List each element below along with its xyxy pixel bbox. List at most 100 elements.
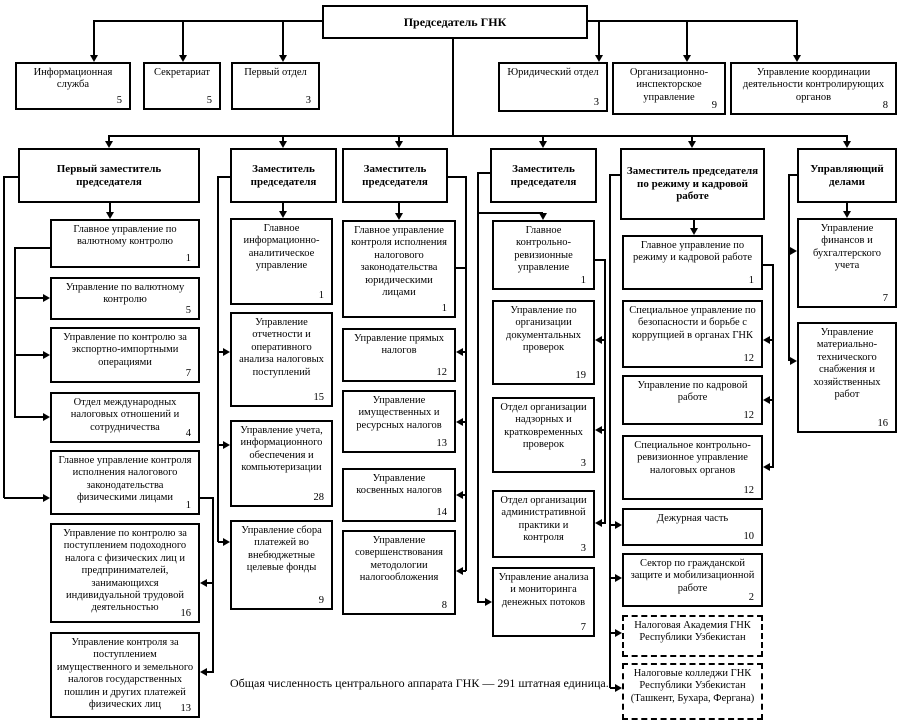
connector-line bbox=[846, 203, 848, 211]
col2-box-1: Главное информационно-аналитическое упра… bbox=[230, 218, 333, 305]
connector-arrow bbox=[763, 463, 770, 471]
connector-arrow bbox=[90, 55, 98, 62]
connector-line bbox=[398, 203, 400, 213]
staff-count: 16 bbox=[180, 607, 192, 619]
footnote: Общая численность центрального аппарата … bbox=[230, 676, 609, 690]
connector-line bbox=[398, 135, 400, 141]
connector-arrow bbox=[595, 336, 602, 344]
staff-count: 9 bbox=[711, 99, 717, 111]
col6-box-1: Управление финансов и бухгалтерского уче… bbox=[797, 218, 897, 308]
col3-box-3: Управление имущественных и ресурсных нал… bbox=[342, 390, 456, 453]
connector-arrow bbox=[279, 55, 287, 62]
box-label: Управление контроля за поступлением имущ… bbox=[56, 637, 194, 710]
connector-line bbox=[207, 671, 213, 673]
col1-box-6: Управление по контролю за поступлением п… bbox=[50, 523, 200, 623]
connector-line bbox=[604, 259, 606, 524]
connector-arrow bbox=[763, 336, 770, 344]
coordination-box: Управление координации деятельности конт… bbox=[730, 62, 897, 115]
connector-line bbox=[796, 20, 798, 55]
connector-line bbox=[610, 687, 615, 689]
connector-line bbox=[217, 176, 219, 542]
box-label: Специальное управление по безопасности и… bbox=[629, 305, 756, 341]
connector-line bbox=[15, 297, 43, 299]
col3-box-2: Управление прямых налогов 12 bbox=[342, 328, 456, 382]
staff-count: 28 bbox=[313, 491, 325, 503]
connector-line bbox=[772, 264, 774, 468]
connector-line bbox=[770, 399, 773, 401]
col4-box-1: Главное контрольно-ревизионные управлени… bbox=[492, 220, 595, 290]
connector-arrow bbox=[223, 348, 230, 356]
connector-line bbox=[788, 174, 790, 361]
box-label: Управление прямых налогов bbox=[354, 333, 444, 357]
box-label: Первый отдел bbox=[244, 67, 307, 78]
box-label: Управление сбора платежей во внебюджетны… bbox=[241, 525, 322, 574]
col1-box-5: Главное управление контроля исполнения н… bbox=[50, 450, 200, 515]
deputy-2-box: Заместитель председателя bbox=[230, 148, 337, 203]
staff-count: 1 bbox=[185, 499, 191, 511]
connector-arrow bbox=[279, 211, 287, 218]
box-label: Управление имущественных и ресурсных нал… bbox=[356, 395, 442, 431]
staff-count: 1 bbox=[580, 274, 586, 286]
col3-box-5: Управление совершенствования методологии… bbox=[342, 530, 456, 615]
connector-arrow bbox=[683, 55, 691, 62]
box-label: Специальное контрольно-ревизионное управ… bbox=[634, 440, 751, 476]
connector-line bbox=[463, 421, 466, 423]
staff-count: 16 bbox=[877, 417, 889, 429]
connector-arrow bbox=[843, 211, 851, 218]
connector-line bbox=[182, 20, 184, 55]
connector-line bbox=[686, 20, 688, 55]
box-label: Главное информационно-аналитическое упра… bbox=[243, 223, 320, 272]
connector-arrow bbox=[595, 519, 602, 527]
connector-arrow bbox=[179, 55, 187, 62]
staff-count: 3 bbox=[580, 457, 586, 469]
connector-line bbox=[15, 354, 43, 356]
box-label: Отдел организации надзорных и кратковрем… bbox=[500, 402, 587, 451]
connector-line bbox=[610, 577, 615, 579]
box-label: Управление учета, информационного обеспе… bbox=[240, 425, 323, 474]
connector-arrow bbox=[615, 574, 622, 582]
connector-arrow bbox=[395, 213, 403, 220]
connector-arrow bbox=[615, 521, 622, 529]
connector-line bbox=[14, 247, 16, 418]
staff-count: 13 bbox=[436, 437, 448, 449]
connector-arrow bbox=[43, 413, 50, 421]
staff-count: 3 bbox=[593, 96, 599, 108]
col2-box-2: Управление отчетности и оперативного ана… bbox=[230, 312, 333, 407]
info-service-box: Информационная служба 5 bbox=[15, 62, 131, 110]
connector-line bbox=[542, 135, 544, 141]
col5-box-5: Дежурная часть 10 bbox=[622, 508, 763, 546]
col6-box-2: Управление материально-технического снаб… bbox=[797, 322, 897, 433]
connector-line bbox=[94, 20, 322, 22]
box-label: Управление по контролю за экспортно-импо… bbox=[63, 332, 187, 368]
connector-line bbox=[463, 351, 466, 353]
connector-arrow bbox=[106, 212, 114, 219]
chairman-box: Председатель ГНК bbox=[322, 5, 588, 39]
connector-line bbox=[602, 522, 605, 524]
connector-line bbox=[846, 135, 848, 141]
connector-line bbox=[212, 497, 214, 673]
col5-box-6: Сектор по гражданской защите и мобилизац… bbox=[622, 553, 763, 607]
connector-arrow bbox=[790, 357, 797, 365]
col3-box-1: Главное управление контроля исполнения н… bbox=[342, 220, 456, 318]
col5-box-2: Специальное управление по безопасности и… bbox=[622, 300, 763, 368]
box-label: Управление совершенствования методологии… bbox=[354, 535, 443, 584]
connector-line bbox=[763, 264, 773, 266]
col5-box-3: Управление по кадровой работе 12 bbox=[622, 375, 763, 425]
connector-line bbox=[452, 39, 454, 136]
staff-count: 1 bbox=[185, 252, 191, 264]
connector-line bbox=[610, 524, 615, 526]
staff-count: 4 bbox=[185, 427, 191, 439]
connector-line bbox=[477, 172, 479, 602]
box-label: Управление по валютному контролю bbox=[65, 282, 185, 306]
secretariat-box: Секретариат 5 bbox=[143, 62, 221, 110]
staff-count: 3 bbox=[580, 542, 586, 554]
connector-line bbox=[218, 444, 223, 446]
connector-line bbox=[770, 339, 773, 341]
connector-line bbox=[4, 176, 18, 178]
staff-count: 1 bbox=[748, 274, 754, 286]
connector-line bbox=[448, 176, 466, 178]
box-label: Отдел международных налоговых отношений … bbox=[70, 397, 180, 433]
connector-arrow bbox=[223, 538, 230, 546]
connector-arrow bbox=[456, 418, 463, 426]
box-label: Управление финансов и бухгалтерского уче… bbox=[812, 223, 881, 272]
